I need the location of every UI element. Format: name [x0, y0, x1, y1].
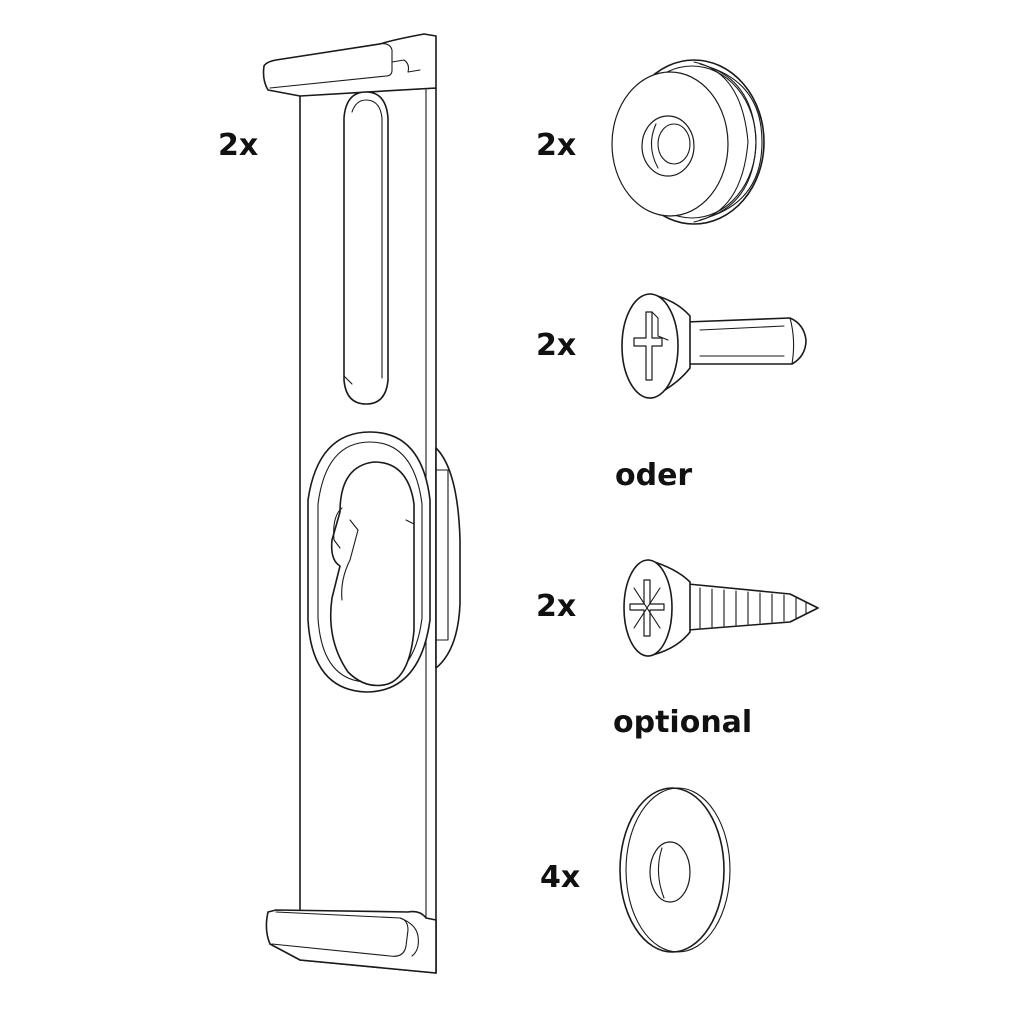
mounting-bracket	[262, 33, 461, 974]
screw-quantity-label: 2x	[536, 589, 577, 624]
bolt-part	[621, 293, 807, 399]
or-connector-label: oder	[615, 458, 693, 493]
cap-quantity-label: 2x	[536, 128, 577, 163]
cap-part	[611, 59, 765, 225]
washer-part	[619, 787, 731, 953]
screw-part	[623, 559, 819, 657]
washer-quantity-label: 4x	[540, 860, 581, 895]
optional-connector-label: optional	[613, 705, 753, 740]
bolt-quantity-label: 2x	[536, 328, 577, 363]
bracket-quantity-label: 2x	[218, 128, 259, 163]
